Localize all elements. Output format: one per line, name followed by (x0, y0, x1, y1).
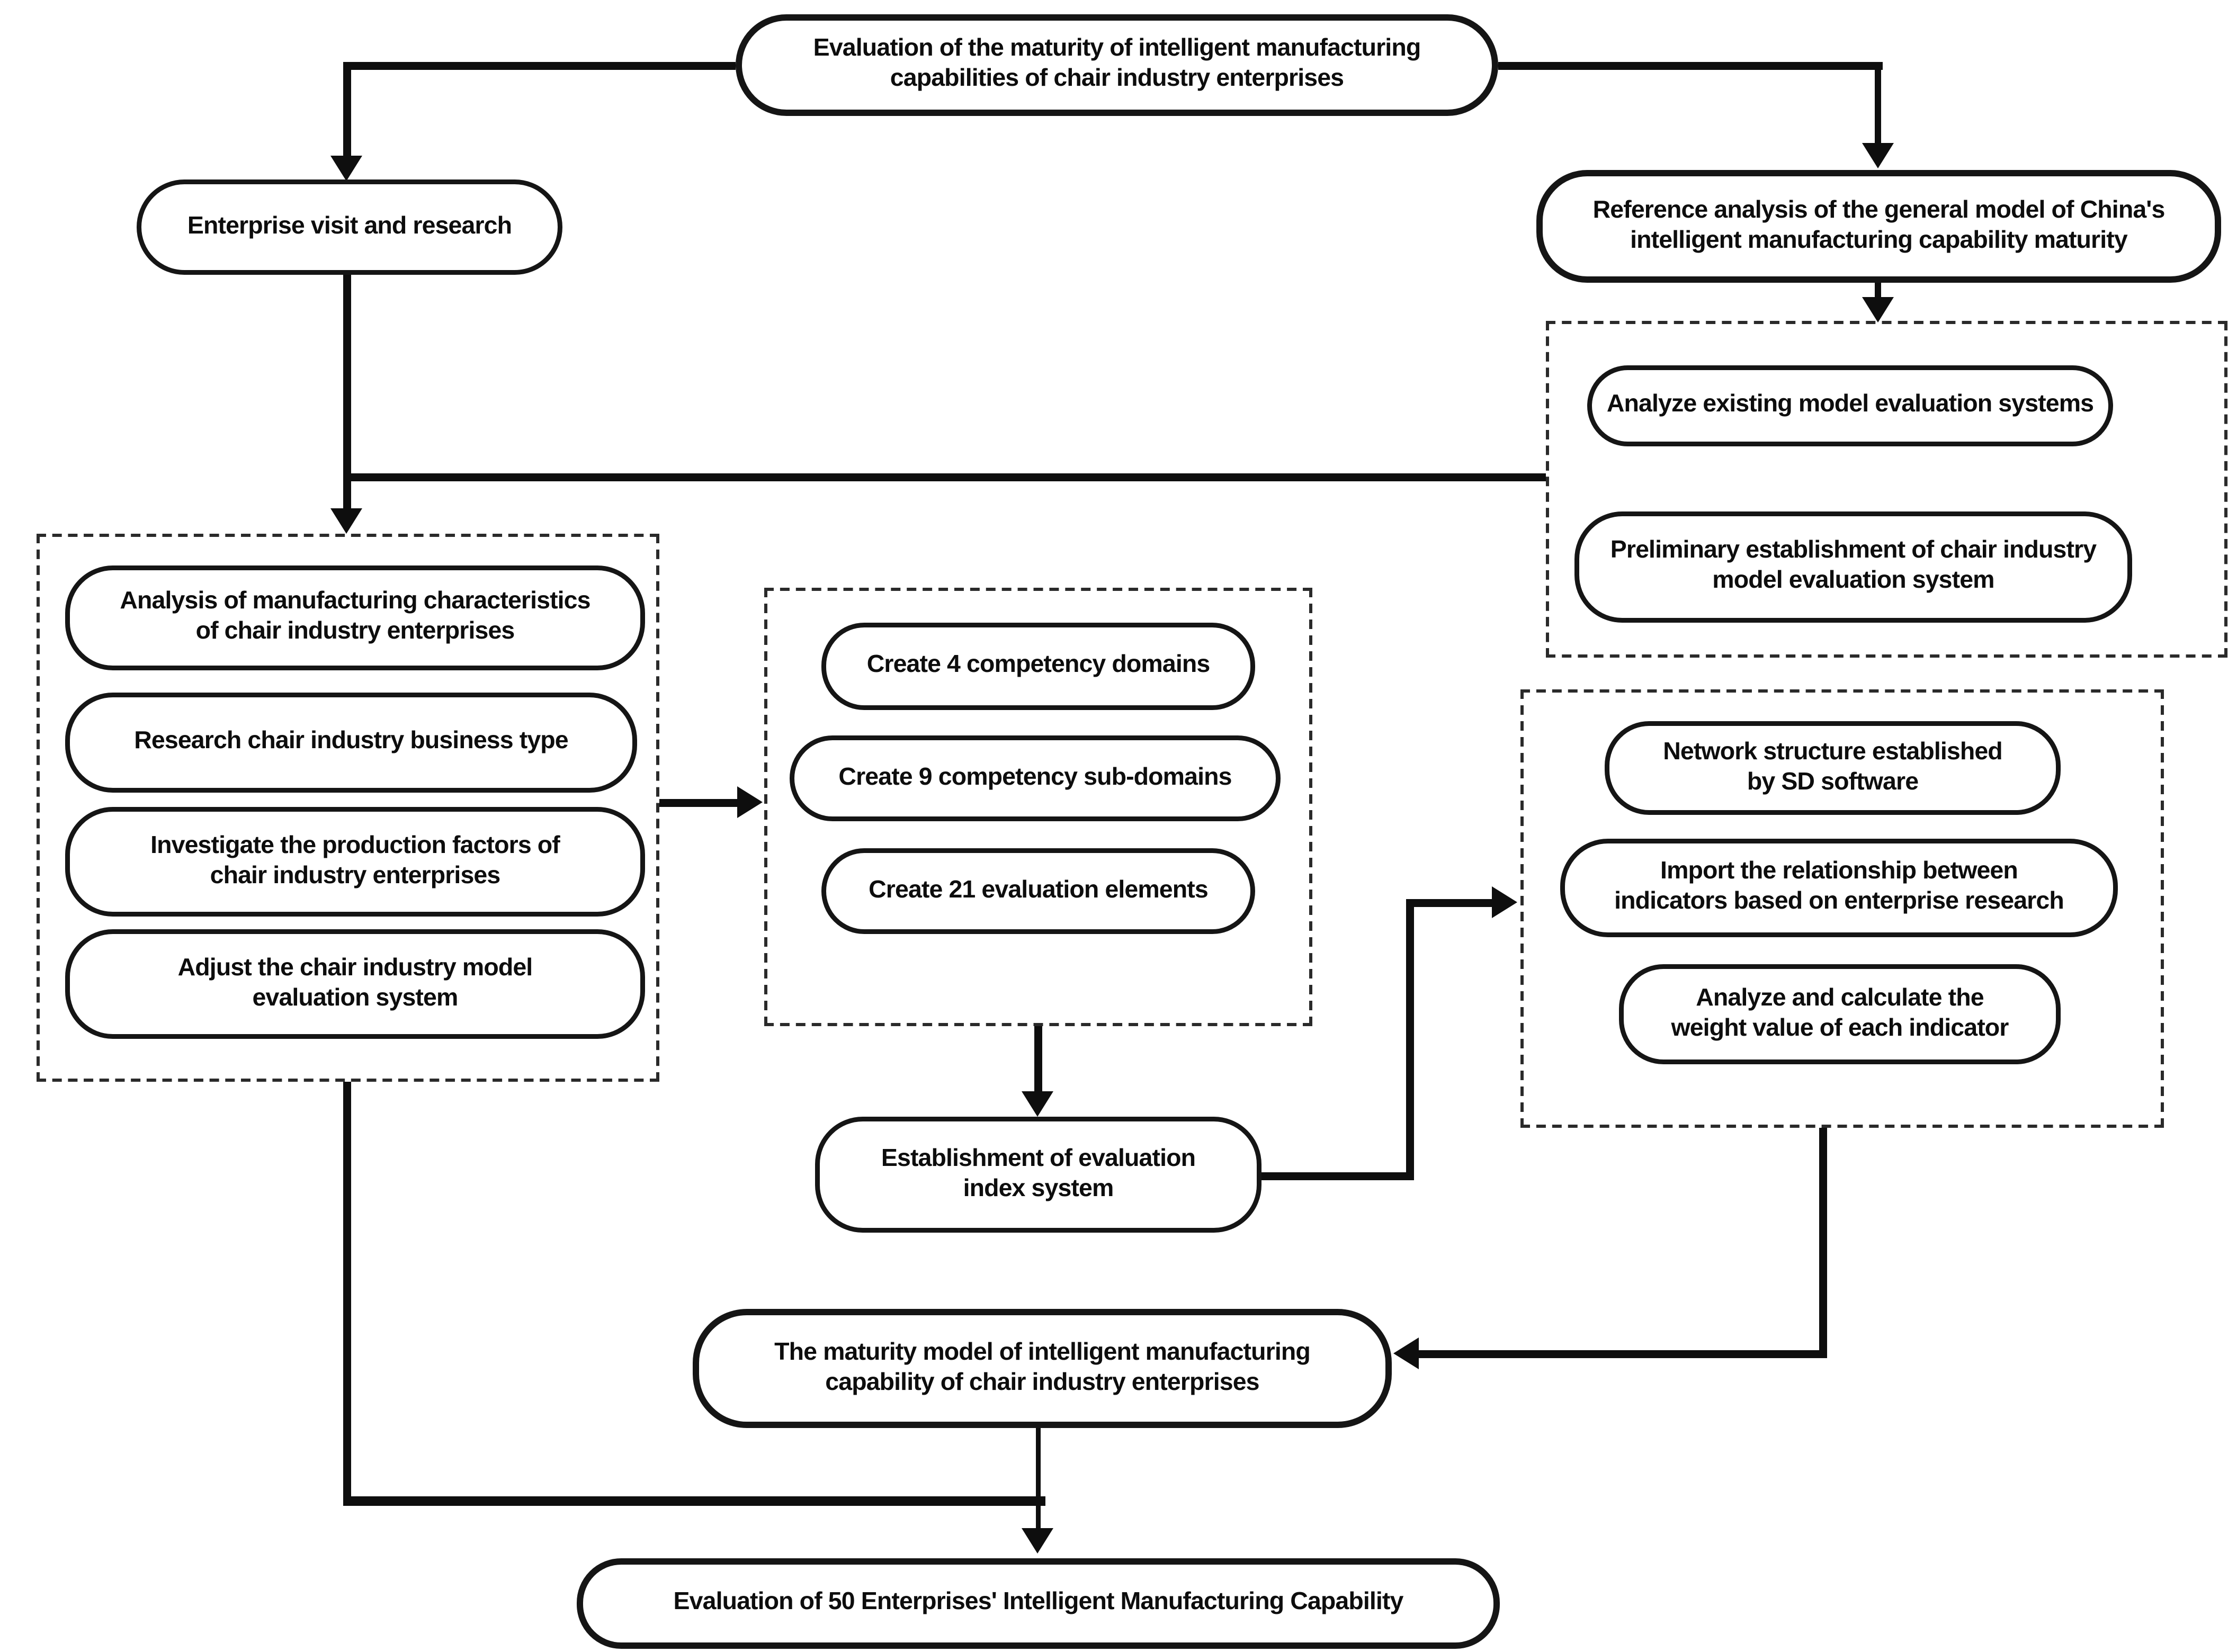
connector-leftgroup-down-vertical (343, 1082, 351, 1504)
node-adjust-model: Adjust the chair industry model evaluati… (65, 929, 645, 1039)
node-analysis-characteristics: Analysis of manufacturing characteristic… (65, 565, 645, 670)
group-model-evaluation-reference (1546, 321, 2227, 658)
connector-maturity-down-vertical (1036, 1428, 1041, 1530)
arrowhead-into-final-evaluation (1022, 1528, 1053, 1554)
connector-title-to-enterprise-horizontal (343, 62, 736, 70)
connector-establishment-right-horizontal (1261, 1172, 1414, 1180)
group-sd-network-analysis (1520, 689, 2164, 1128)
arrowhead-into-reference-group (1862, 297, 1894, 322)
arrowhead-into-establishment (1022, 1091, 1053, 1117)
node-establishment-index: Establishment of evaluation index system (815, 1117, 1261, 1233)
connector-into-sd-group-horizontal (1406, 899, 1493, 907)
connector-sdgroup-to-maturity-horizontal (1419, 1350, 1827, 1358)
node-network-structure: Network structure established by SD soft… (1605, 721, 2061, 815)
node-investigate-production: Investigate the production factors of ch… (65, 807, 645, 917)
node-create-domains: Create 4 competency domains (821, 623, 1255, 710)
node-create-elements: Create 21 evaluation elements (821, 848, 1255, 934)
node-enterprise-visit: Enterprise visit and research (137, 179, 562, 275)
node-analyze-weight: Analyze and calculate the weight value o… (1619, 964, 2061, 1064)
group-competency-creation (764, 588, 1312, 1026)
node-research-business-type: Research chair industry business type (65, 693, 637, 793)
connector-title-to-reference-horizontal (1498, 62, 1883, 70)
node-final-evaluation: Evaluation of 50 Enterprises' Intelligen… (577, 1558, 1500, 1649)
connector-midgroup-to-establishment (1034, 1026, 1042, 1093)
node-create-subdomains: Create 9 competency sub-domains (790, 735, 1281, 821)
connector-title-to-reference-vertical (1875, 62, 1881, 145)
node-maturity-model: The maturity model of intelligent manufa… (693, 1309, 1392, 1428)
arrowhead-into-sd-group (1492, 886, 1517, 918)
arrowhead-into-mid-group (737, 786, 763, 818)
connector-rightgroup-to-leftgroup-horizontal (343, 473, 1546, 481)
connector-leftgroup-to-midgroup (659, 799, 739, 807)
connector-enterprise-to-leftgroup-vertical (343, 275, 351, 510)
node-analyze-existing: Analyze existing model evaluation system… (1587, 365, 2113, 446)
arrowhead-into-enterprise-visit (330, 156, 362, 181)
group-enterprise-analysis (37, 534, 659, 1082)
connector-title-to-enterprise-vertical (343, 62, 351, 157)
node-import-relationship: Import the relationship between indicato… (1560, 839, 2118, 937)
connector-merge-horizontal (343, 1496, 1045, 1506)
arrowhead-into-maturity-model (1393, 1337, 1419, 1369)
arrowhead-into-left-group (330, 508, 362, 534)
node-title: Evaluation of the maturity of intelligen… (736, 14, 1498, 116)
arrowhead-into-reference-analysis (1862, 143, 1894, 168)
node-reference-analysis: Reference analysis of the general model … (1536, 170, 2221, 283)
connector-sdgroup-down-vertical (1819, 1128, 1827, 1358)
connector-establishment-up-vertical (1406, 899, 1414, 1180)
node-preliminary-establishment: Preliminary establishment of chair indus… (1574, 511, 2132, 623)
